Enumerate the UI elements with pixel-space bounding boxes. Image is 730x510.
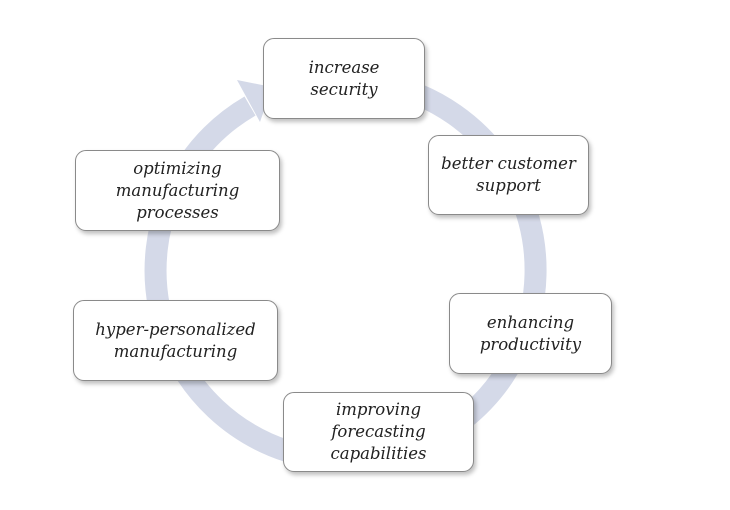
step-improving-forecasting-capabilities: improving forecasting capabilities — [283, 392, 474, 472]
step-optimizing-manufacturing-processes: optimizing manufacturing processes — [75, 150, 280, 231]
step-label: optimizing manufacturing processes — [115, 158, 240, 222]
step-enhancing-productivity: enhancing productivity — [449, 293, 612, 374]
step-hyper-personalized-manufacturing: hyper-personalized manufacturing — [73, 300, 278, 381]
step-increase-security: increase security — [263, 38, 425, 119]
step-label: increase security — [308, 57, 380, 99]
step-label: improving forecasting capabilities — [330, 400, 427, 463]
step-better-customer-support: better customer support — [428, 135, 589, 215]
step-label: better customer support — [441, 154, 576, 195]
step-label: hyper-personalized manufacturing — [95, 319, 256, 361]
step-label: enhancing productivity — [479, 312, 582, 354]
